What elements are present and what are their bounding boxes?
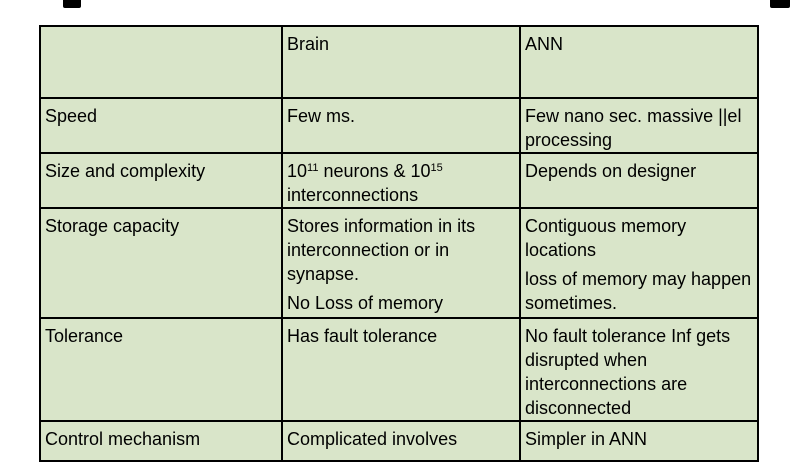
table-header-row: Brain ANN: [39, 25, 759, 99]
table-row: Size and complexity 1011 neurons & 1015 i…: [39, 152, 759, 209]
exponent: 15: [430, 162, 443, 174]
ann-cell: Simpler in ANN: [519, 420, 759, 462]
feature-cell: Storage capacity: [39, 207, 283, 319]
brain-cell: Few ms.: [281, 97, 521, 154]
cell-text: neurons & 10: [323, 161, 431, 181]
table-row: Storage capacity Stores information in i…: [39, 207, 759, 319]
ann-cell: Few nano sec. massive ||el processing: [519, 97, 759, 154]
feature-cell: Tolerance: [39, 317, 283, 422]
base-text: 10: [287, 161, 308, 181]
header-cell-brain: Brain: [281, 25, 521, 99]
feature-cell: Speed: [39, 97, 283, 154]
feature-cell: Size and complexity: [39, 152, 283, 209]
table-row: Speed Few ms. Few nano sec. massive ||el…: [39, 97, 759, 154]
brain-cell: Complicated involves: [281, 420, 521, 462]
brain-cell: Stores information in its interconnectio…: [281, 207, 521, 319]
table-row: Tolerance Has fault tolerance No fault t…: [39, 317, 759, 422]
cropped-title-remnant: [0, 0, 800, 10]
cell-text: interconnections: [287, 185, 419, 205]
header-cell-ann: ANN: [519, 25, 759, 99]
feature-cell: Control mechanism: [39, 420, 283, 462]
brain-cell: 1011 neurons & 1015 interconnections: [281, 152, 521, 209]
table-row: Control mechanism Complicated involves S…: [39, 420, 759, 462]
ann-cell: No fault tolerance Inf gets disrupted wh…: [519, 317, 759, 422]
exponent: 11: [307, 162, 319, 174]
brain-cell: Has fault tolerance: [281, 317, 521, 422]
header-cell-empty: [39, 25, 283, 99]
comparison-table: Brain ANN Speed Few ms. Few nano sec. ma…: [39, 25, 759, 462]
ann-cell: Depends on designer: [519, 152, 759, 209]
